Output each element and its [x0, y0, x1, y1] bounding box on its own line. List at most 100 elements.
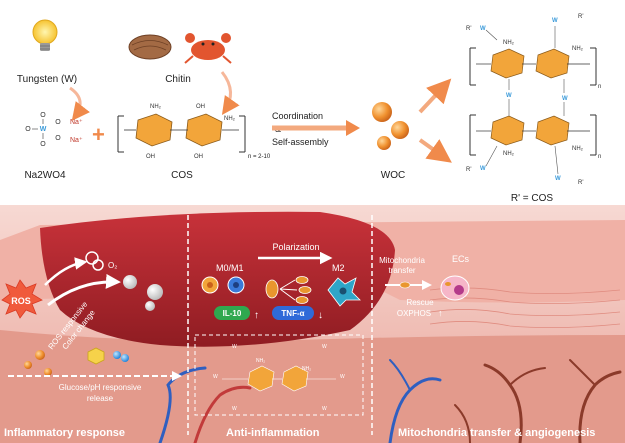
o-atom: O — [40, 141, 46, 148]
oxphos-label: OXPHOS — [397, 309, 431, 318]
mito-transfer-icon — [399, 281, 411, 289]
woc-structure: W W W W W W R' R' R' R' NH₂ NH₂ NH₂ NH₂ … — [466, 14, 601, 186]
chitin-arrow — [220, 71, 240, 115]
mito-transfer-label-1: Mitochondria — [379, 256, 425, 265]
il10-up-arrow: ↑ — [254, 310, 259, 321]
o-atom: O — [25, 126, 31, 133]
o2-label: O₂ — [108, 261, 117, 270]
m2-label: M2 — [332, 263, 345, 273]
o-atom: O — [40, 112, 46, 119]
w-atom: W — [506, 93, 512, 99]
r-cos-label: R' = COS — [511, 193, 554, 204]
selfassembly-label: Self-assembly — [272, 137, 329, 147]
tungsten-label: Tungsten (W) — [17, 74, 77, 85]
coordination-arrowhead — [346, 120, 360, 136]
color-change-particles — [24, 275, 163, 376]
blood-vessels — [158, 359, 622, 443]
mito-angio-title: Mitochondria transfer & angiogenesis — [398, 427, 595, 439]
nh2-group: NH₂ — [572, 146, 584, 152]
m0m1-label: M0/M1 — [216, 263, 244, 273]
glucose-ph-label: Glucose/pH responsive — [59, 383, 142, 392]
mitochondria-icon — [265, 276, 312, 304]
w-atom: W — [340, 374, 345, 380]
o-atom: O — [55, 119, 61, 126]
il10-label: IL-10 — [223, 309, 242, 318]
nh2-group: NH₂ — [150, 104, 162, 110]
polarization-label: Polarization — [272, 242, 319, 252]
plus-sign: + — [92, 122, 105, 147]
n-subscript: n — [598, 84, 601, 90]
na-ion: Na⁺ — [70, 137, 83, 144]
w-atom: W — [480, 26, 486, 32]
anti-inflammation-title: Anti-inflammation — [226, 427, 320, 439]
nh2-group: NH₂ — [224, 116, 236, 122]
woc-arrow-up — [418, 78, 452, 114]
na2wo4-structure: W O O O O O Na⁺ Na⁺ — [25, 112, 83, 148]
oh-group: OH — [146, 154, 155, 160]
w-atom: W — [555, 176, 561, 182]
macrophage-m0m1-icon — [201, 276, 245, 294]
ros-burst-icon — [1, 279, 43, 319]
woc-structure-small: W W W W W W NH₂ NH₂ — [213, 344, 345, 412]
shell-icon — [128, 34, 172, 60]
o-atom: O — [55, 135, 61, 142]
tnfa-badge — [272, 306, 314, 320]
macrophage-m2-icon — [327, 277, 361, 307]
r-prime-label: R' — [466, 167, 471, 173]
w-atom: W — [213, 374, 218, 380]
endothelial-cell-icon — [440, 275, 470, 301]
crab-icon — [184, 33, 232, 64]
oh-group: OH — [194, 154, 203, 160]
ros-arrow — [44, 257, 88, 286]
woc-structure-box — [194, 334, 364, 416]
release-label: release — [87, 394, 114, 403]
mito-transfer-label-2: transfer — [388, 266, 415, 275]
w-atom: W — [562, 96, 568, 102]
oh-group: OH — [196, 104, 205, 110]
cos-n-label: n = 2-10 — [248, 154, 271, 160]
il10-badge — [214, 306, 250, 320]
w-atom: W — [322, 406, 327, 412]
synthesis-panel: Tungsten (W) Chitin W O O O O O — [17, 14, 601, 204]
r-prime-label: R' — [466, 26, 471, 32]
woc-particles — [372, 102, 409, 150]
rescue-label: Rescue — [406, 298, 434, 307]
coordination-label: Coordination — [272, 111, 323, 121]
cos-label: COS — [171, 170, 193, 181]
na2wo4-label: Na2WO4 — [24, 170, 66, 181]
woc-label: WOC — [381, 170, 405, 181]
glucose-icon — [87, 347, 129, 365]
na-ion: Na⁺ — [70, 119, 83, 126]
w-atom: W — [40, 126, 47, 133]
ros-label: ROS — [11, 296, 31, 306]
nh2-group: NH₂ — [503, 40, 515, 46]
tungsten-arrow — [69, 86, 90, 121]
oxphos-up-arrow: ↑ — [438, 308, 443, 318]
nh2-group: NH₂ — [302, 366, 311, 372]
chitin-label: Chitin — [165, 74, 191, 85]
w-atom: W — [232, 344, 237, 350]
inflammatory-response-title: Inflammatory response — [4, 427, 125, 439]
r-prime-label: R' — [578, 180, 583, 186]
n-subscript: n — [598, 154, 601, 160]
wound-panel: ROS O₂ ROS responsive Color change Gluco… — [0, 205, 625, 443]
cos-structure: NH₂ OH NH₂ OH OH — [117, 104, 246, 160]
w-atom: W — [232, 406, 237, 412]
nh2-group: NH₂ — [256, 358, 265, 364]
dermis-layer — [0, 330, 625, 443]
nh2-group: NH₂ — [503, 151, 515, 157]
o2-bubbles — [85, 251, 104, 271]
tnfa-label: TNF-α — [281, 309, 304, 318]
wound-bed — [40, 211, 395, 347]
tnfa-down-arrow: ↓ — [318, 310, 323, 321]
w-atom: W — [480, 166, 486, 172]
w-atom: W — [322, 344, 327, 350]
lightbulb-icon — [32, 19, 58, 51]
ecs-label: ECs — [452, 254, 470, 264]
nh2-group: NH₂ — [572, 46, 584, 52]
w-atom: W — [552, 18, 558, 24]
color-change-arrow — [47, 273, 121, 307]
woc-arrow-down — [418, 138, 452, 163]
